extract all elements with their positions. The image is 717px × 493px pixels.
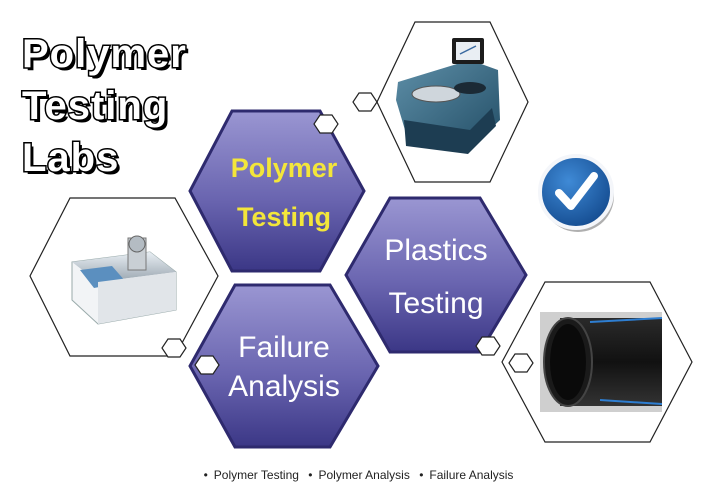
- plastics-testing-line2: Testing: [388, 287, 483, 320]
- hexagon-outline-icon: [161, 338, 187, 358]
- hexagon-outline-icon: [194, 355, 220, 375]
- hexagon-outline-icon: [313, 114, 339, 134]
- spectrometer-image: [71, 235, 177, 325]
- footer-item-polymer-analysis: Polymer Analysis: [318, 468, 410, 482]
- hexagon-outline-icon: [352, 92, 378, 112]
- hex-failure-analysis[interactable]: [188, 283, 380, 449]
- title-line-2: Testing: [20, 83, 169, 130]
- hexagon-outline-icon: [508, 353, 534, 373]
- hex-plastics-testing[interactable]: [344, 196, 528, 354]
- footer-bullet: •: [419, 468, 424, 482]
- polymer-testing-line2: Testing: [237, 202, 331, 232]
- plastics-testing-line1: Plastics: [384, 234, 487, 267]
- hexagon-outline-icon: [475, 336, 501, 356]
- title-line-3: Labs: [20, 135, 120, 182]
- failure-analysis-line1: Failure: [238, 331, 330, 364]
- hex-polymer-testing[interactable]: [188, 109, 366, 273]
- footer-item-polymer-testing: Polymer Testing: [213, 468, 299, 482]
- footer-service-list: • Polymer Testing • Polymer Analysis • Fail…: [0, 468, 717, 482]
- dsc-instrument-image: [396, 38, 500, 154]
- pipe-image: [540, 312, 663, 412]
- footer-bullet: •: [203, 468, 208, 482]
- polymer-testing-line1: Polymer: [231, 153, 338, 183]
- checkmark-badge-icon: [538, 154, 614, 232]
- footer-item-failure-analysis: Failure Analysis: [429, 468, 514, 482]
- failure-analysis-line2: Analysis: [228, 370, 340, 403]
- footer-bullet: •: [308, 468, 313, 482]
- title-line-1: Polymer: [21, 31, 188, 78]
